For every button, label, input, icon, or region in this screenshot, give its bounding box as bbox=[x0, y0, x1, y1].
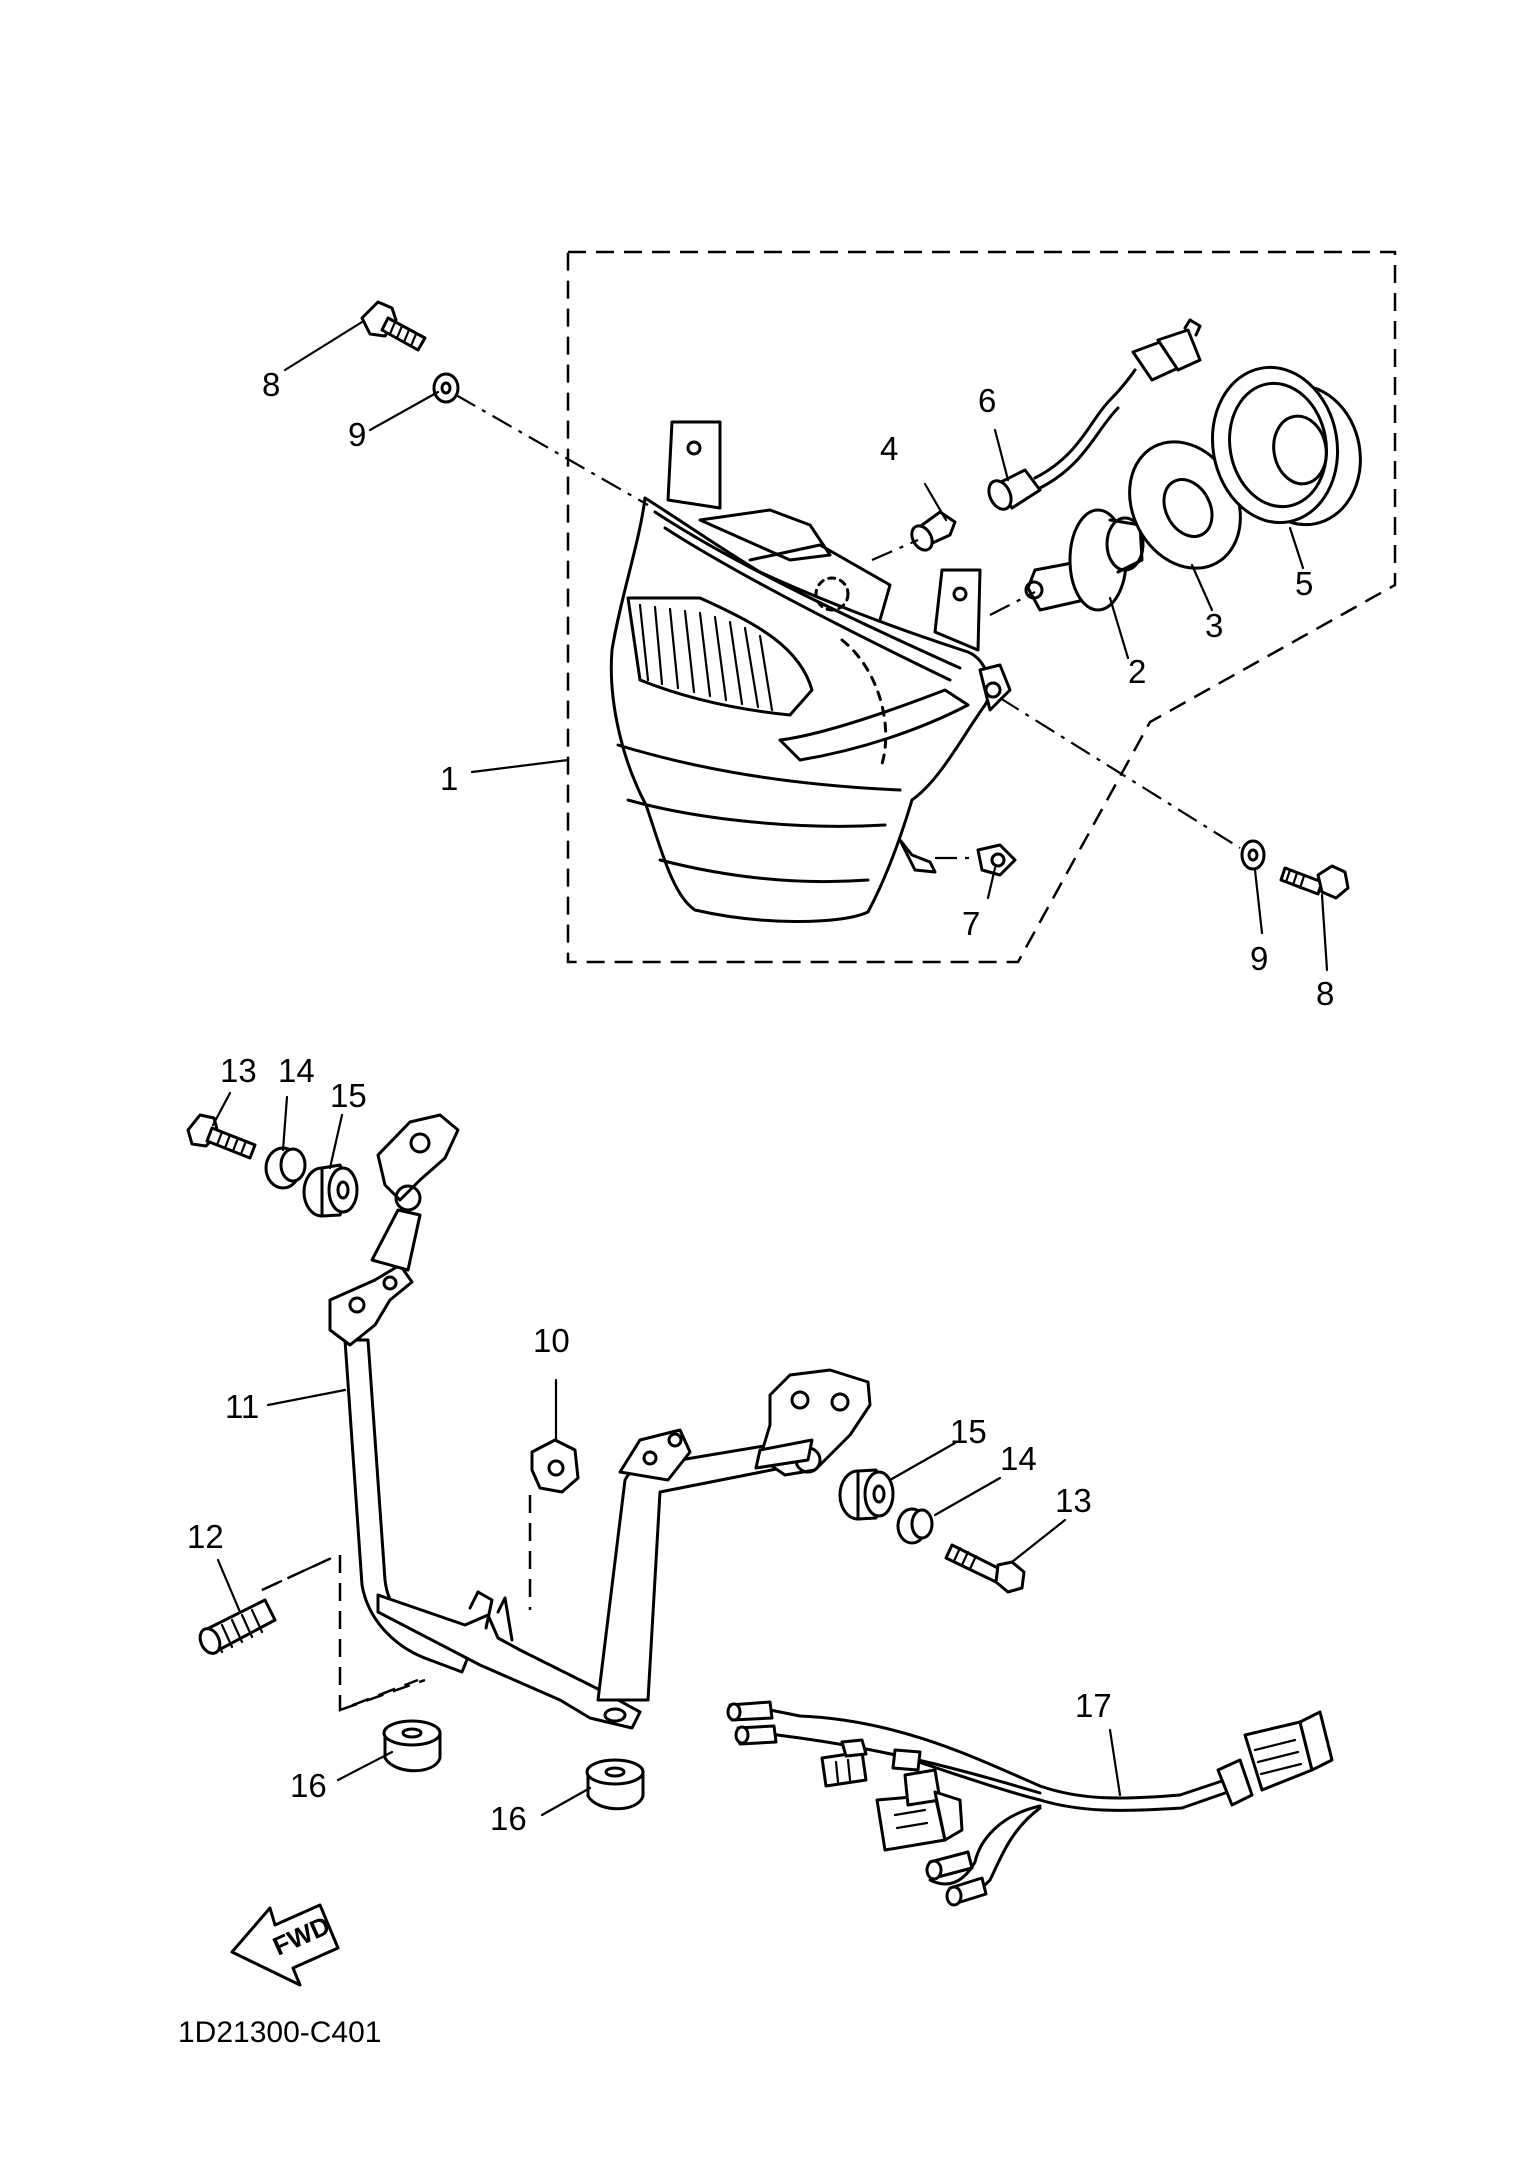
callout-16-right: 16 bbox=[490, 1800, 527, 1837]
position-bulb-socket bbox=[987, 318, 1202, 511]
callout-15-left: 15 bbox=[330, 1077, 367, 1114]
centerline-side-bolt bbox=[999, 697, 1241, 849]
callout-14-right: 14 bbox=[1000, 1440, 1037, 1477]
callout-8-top: 8 bbox=[262, 366, 280, 403]
collar-right bbox=[896, 1507, 934, 1545]
callout-8-bottom: 8 bbox=[1316, 975, 1334, 1012]
bolt-right bbox=[944, 1543, 1026, 1594]
collar-upper-left bbox=[264, 1146, 307, 1190]
headlight-stay bbox=[328, 1113, 872, 1730]
callout-4: 4 bbox=[880, 430, 898, 467]
damper-right bbox=[838, 1468, 895, 1521]
callout-16-left: 16 bbox=[290, 1767, 327, 1804]
callout-11: 11 bbox=[225, 1388, 259, 1425]
centerline-position-bulb bbox=[871, 538, 919, 562]
rubber-cover bbox=[1210, 365, 1362, 527]
clip-nut bbox=[976, 843, 1017, 877]
leader-lines bbox=[211, 320, 1329, 1817]
callout-13-left: 13 bbox=[220, 1052, 257, 1089]
callout-2: 2 bbox=[1128, 653, 1146, 690]
washer-bottom bbox=[1240, 839, 1266, 871]
assembly-group-boundary bbox=[566, 250, 1397, 964]
headlight-unit bbox=[609, 420, 1012, 923]
callout-15-right: 15 bbox=[950, 1413, 987, 1450]
bulb-cover-seal bbox=[1128, 440, 1242, 570]
callout-13-right: 13 bbox=[1055, 1482, 1092, 1519]
callout-1: 1 bbox=[440, 760, 458, 797]
damper-upper-left bbox=[302, 1163, 359, 1218]
damper-bottom-left bbox=[382, 1719, 442, 1773]
stay-dashed-guide bbox=[261, 1495, 532, 1712]
bolt-bottom bbox=[1279, 864, 1350, 900]
callout-9-top: 9 bbox=[348, 416, 366, 453]
centerline-bulb bbox=[989, 591, 1036, 616]
spring bbox=[198, 1598, 277, 1655]
callout-labels: 1 2 3 4 5 6 7 8 8 9 9 10 11 12 13 13 14 … bbox=[187, 366, 1334, 1837]
callout-7: 7 bbox=[962, 905, 980, 942]
callout-10: 10 bbox=[533, 1322, 570, 1359]
callout-12: 12 bbox=[187, 1518, 224, 1555]
stay-nut bbox=[530, 1438, 580, 1494]
callout-17: 17 bbox=[1075, 1687, 1112, 1724]
callout-9-bottom: 9 bbox=[1250, 940, 1268, 977]
washer-top bbox=[432, 372, 460, 404]
bolt-upper-left bbox=[186, 1113, 257, 1160]
wire-harness bbox=[726, 1700, 1334, 1907]
position-bulb bbox=[910, 510, 957, 552]
bolt-top bbox=[360, 300, 427, 352]
callout-14-left: 14 bbox=[278, 1052, 315, 1089]
callout-6: 6 bbox=[978, 382, 996, 419]
drawing-code: 1D21300-C401 bbox=[178, 2016, 381, 2049]
forward-direction-arrow: FWD bbox=[230, 1903, 340, 1987]
headlight-bulb bbox=[1024, 508, 1145, 612]
centerline-top-bolt bbox=[455, 394, 649, 506]
callout-3: 3 bbox=[1205, 607, 1223, 644]
damper-bottom-right bbox=[585, 1758, 645, 1811]
callout-5: 5 bbox=[1295, 565, 1313, 602]
